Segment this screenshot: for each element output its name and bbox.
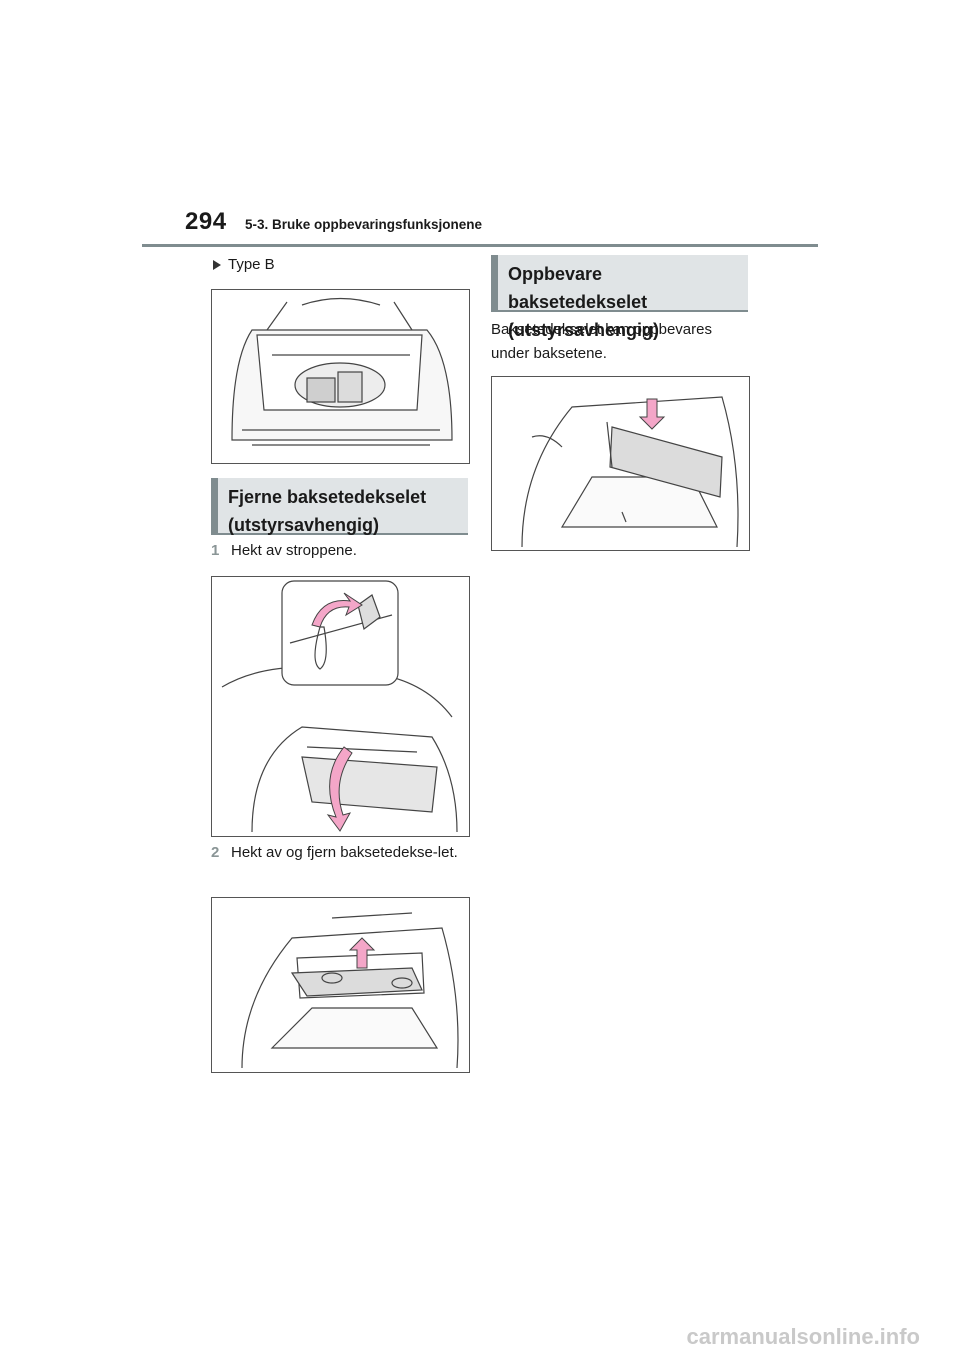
page-number: 294 — [185, 208, 227, 235]
header-rule — [142, 244, 818, 247]
step-number: 2 — [211, 844, 220, 861]
watermark: carmanualsonline.info — [686, 1324, 921, 1349]
curved-arrow-down-icon — [326, 746, 353, 832]
store-cover-heading: Oppbevare baksetedekselet (utstyrsavheng… — [491, 255, 748, 340]
step-number: 1 — [211, 542, 220, 559]
store-cover-text: Baksetedekselet kan oppbevares under bak… — [491, 321, 712, 362]
step-2: 2 Hekt av og fjern baksetedekse-let. — [211, 842, 471, 864]
figure-unhook-straps — [211, 576, 470, 837]
unhook-straps-illustration — [221, 580, 458, 833]
curved-arrow-up-icon — [311, 592, 363, 628]
store-cover-illustration — [521, 396, 739, 548]
step-text: Hekt av stroppene. — [231, 542, 357, 559]
trunk-type-b-illustration — [231, 297, 453, 446]
step-text: Hekt av og fjern baksetedekse-let. — [231, 844, 458, 861]
arrow-up-icon — [348, 937, 376, 969]
remove-cover-illustration — [241, 912, 459, 1069]
type-label: Type B — [213, 256, 275, 273]
remove-cover-heading: Fjerne baksetedekselet (utstyrsavhengig) — [211, 478, 468, 535]
section-title: 5-3. Bruke oppbevaringsfunksjonene — [245, 217, 483, 232]
figure-store-cover — [491, 376, 750, 551]
arrow-down-icon — [638, 398, 666, 430]
figure-remove-cover — [211, 897, 470, 1073]
type-label-text: Type B — [228, 256, 275, 273]
triangle-right-icon — [213, 259, 221, 270]
step-1: 1 Hekt av stroppene. — [211, 540, 471, 562]
figure-trunk-type-b — [211, 289, 470, 464]
